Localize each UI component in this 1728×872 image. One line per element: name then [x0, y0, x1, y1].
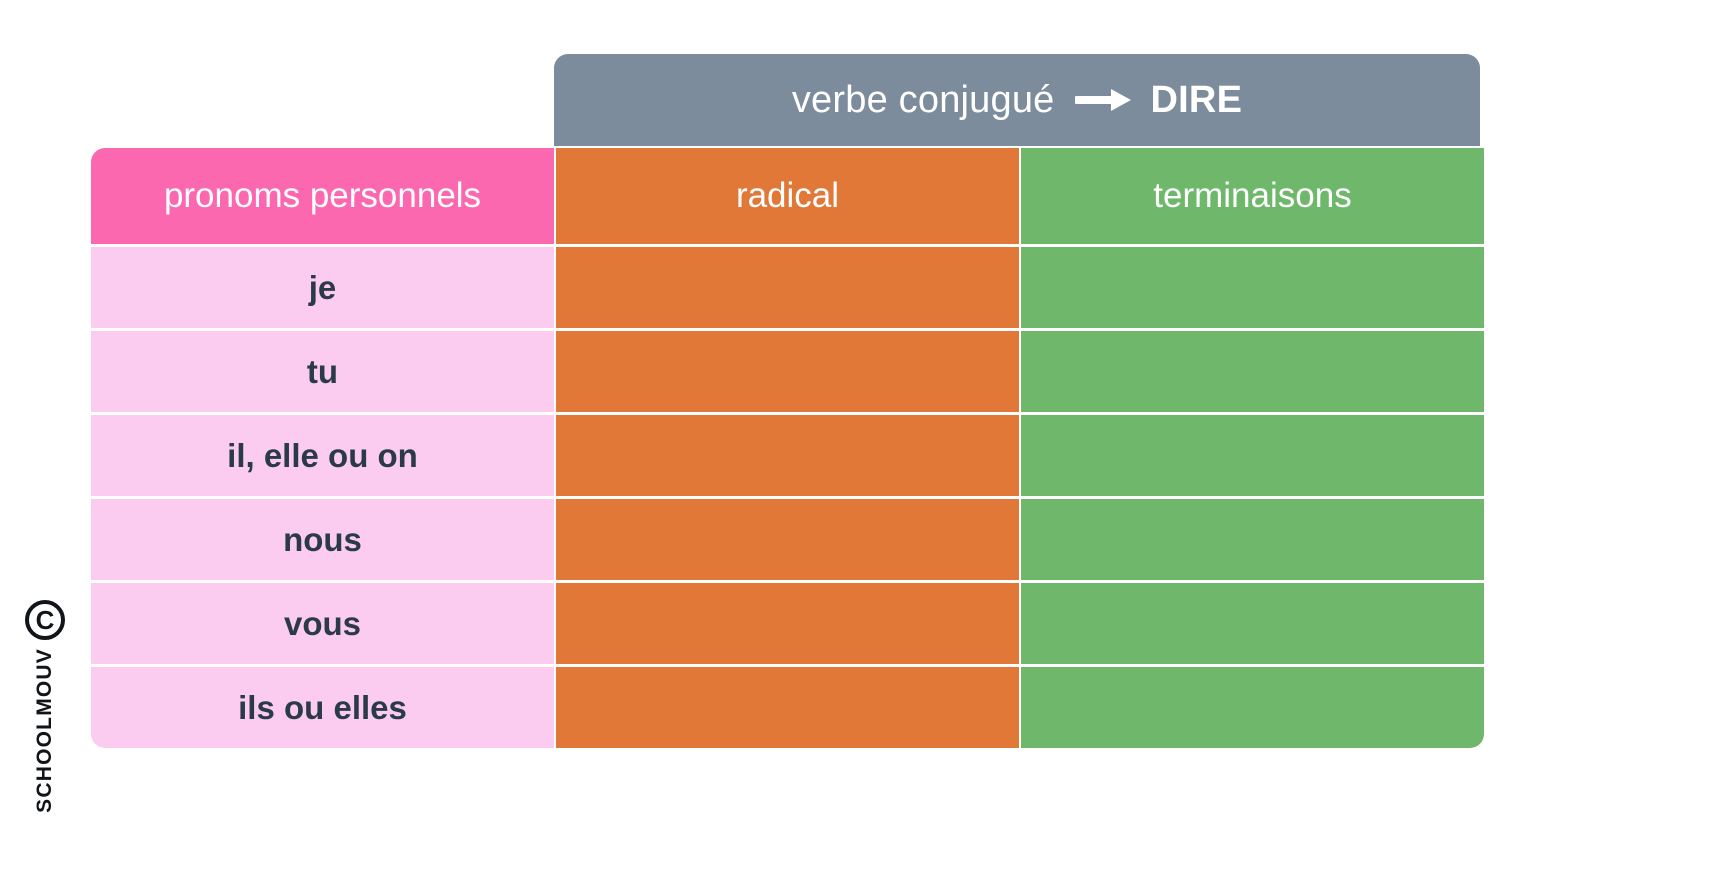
verb-banner: verbe conjugué DIRE: [554, 54, 1480, 146]
cell-terminaison[interactable]: [1021, 583, 1484, 664]
cell-pronoun: ils ou elles: [91, 667, 554, 748]
cell-pronoun: tu: [91, 331, 554, 412]
banner-spacer: [91, 54, 554, 146]
table-row: il, elle ou on: [91, 415, 1484, 496]
cell-pronoun: je: [91, 247, 554, 328]
right-arrow-icon: [1074, 89, 1131, 111]
table-row: ils ou elles: [91, 667, 1484, 748]
table-row: tu: [91, 331, 1484, 412]
table-row: vous: [91, 583, 1484, 664]
column-header-pronoms: pronoms personnels: [91, 148, 554, 244]
cell-radical[interactable]: [556, 499, 1019, 580]
cell-terminaison[interactable]: [1021, 667, 1484, 748]
cell-terminaison[interactable]: [1021, 331, 1484, 412]
cell-terminaison[interactable]: [1021, 247, 1484, 328]
cell-pronoun: nous: [91, 499, 554, 580]
cell-radical[interactable]: [556, 247, 1019, 328]
cell-pronoun: vous: [91, 583, 554, 664]
cell-radical[interactable]: [556, 331, 1019, 412]
cell-radical[interactable]: [556, 667, 1019, 748]
cell-radical[interactable]: [556, 583, 1019, 664]
verb-banner-verb: DIRE: [1150, 78, 1243, 121]
cell-terminaison[interactable]: [1021, 499, 1484, 580]
copyright-icon: C: [25, 600, 65, 640]
cell-pronoun: il, elle ou on: [91, 415, 554, 496]
table-row: je: [91, 247, 1484, 328]
column-header-row: pronoms personnels radical terminaisons: [91, 148, 1484, 244]
cell-radical[interactable]: [556, 415, 1019, 496]
column-header-radical: radical: [556, 148, 1019, 244]
verb-banner-row: verbe conjugué DIRE: [91, 54, 1480, 146]
table-row: nous: [91, 499, 1484, 580]
cell-terminaison[interactable]: [1021, 415, 1484, 496]
column-header-terminaisons: terminaisons: [1021, 148, 1484, 244]
verb-banner-label: verbe conjugué: [791, 78, 1055, 121]
schoolmouv-watermark: SCHOOLMOUV C: [22, 600, 68, 813]
watermark-label: SCHOOLMOUV: [33, 648, 56, 813]
conjugation-table: verbe conjugué DIRE pronoms personnels r…: [91, 54, 1484, 748]
